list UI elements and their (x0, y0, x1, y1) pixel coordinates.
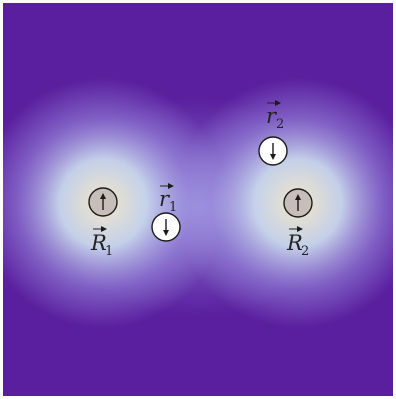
nucleus-1-subscript: 1 (105, 244, 113, 259)
nucleus-2-subscript: 2 (301, 244, 309, 259)
nucleus-2: R 2 (283, 188, 313, 259)
electron-1-label: r 1 (159, 183, 177, 215)
electron-density-cloud-2 (173, 78, 393, 328)
molecule-diagram: R 1 R 2 r 1 (3, 3, 393, 396)
electron-1-symbol: r (159, 187, 171, 211)
nucleus-1-label: R 1 (90, 226, 113, 259)
electron-2-symbol: r (266, 104, 278, 128)
diagram-canvas: R 1 R 2 r 1 (3, 3, 393, 396)
electron-2: r 2 (258, 100, 288, 166)
electron-1: r 1 (151, 183, 181, 242)
nucleus-1-symbol: R (90, 231, 107, 255)
nucleus-2-label: R 2 (286, 226, 309, 259)
nucleus-2-symbol: R (286, 231, 303, 255)
nucleus-1: R 1 (88, 187, 118, 259)
electron-2-label: r 2 (266, 100, 284, 132)
electron-1-subscript: 1 (169, 200, 177, 215)
electron-2-subscript: 2 (276, 117, 284, 132)
